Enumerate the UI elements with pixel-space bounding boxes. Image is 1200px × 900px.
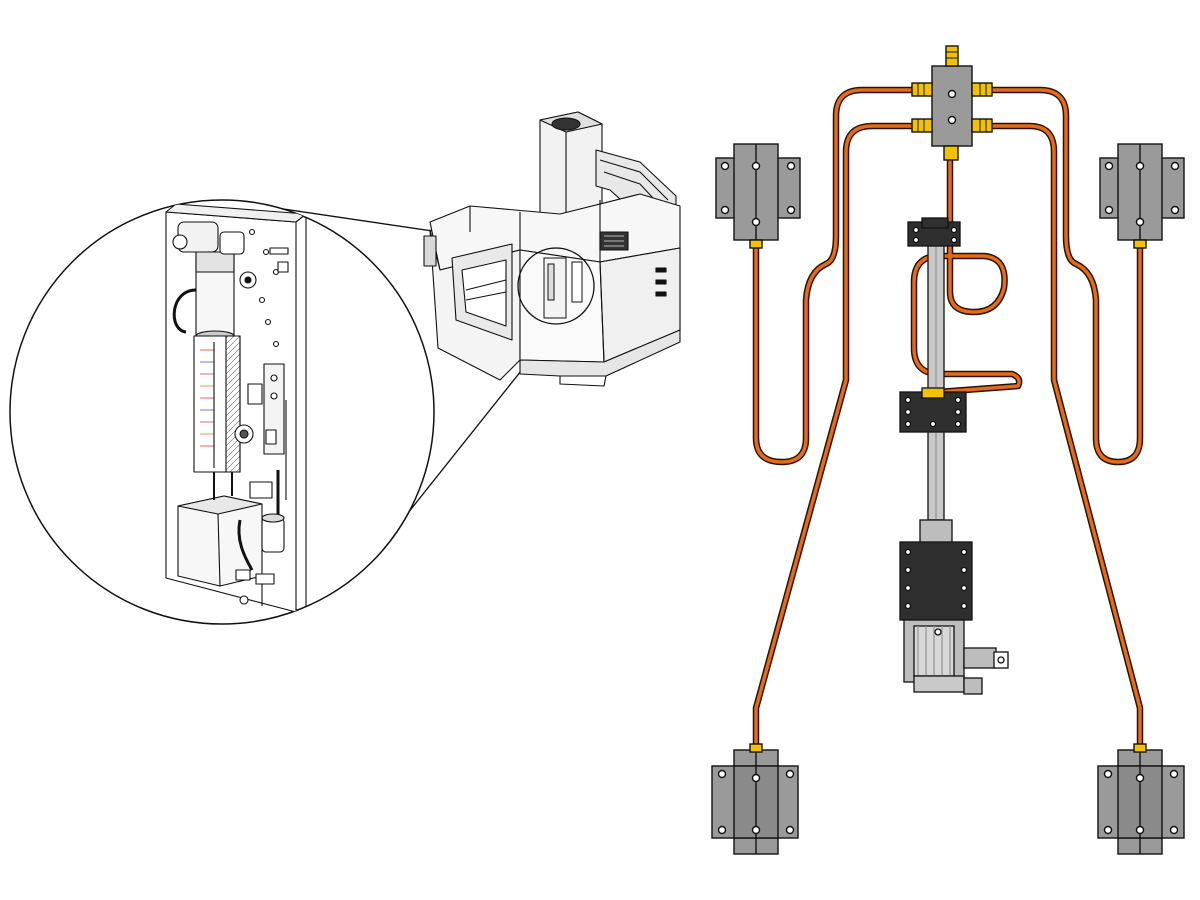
guide-pad-lower-right [1097,743,1185,855]
lube-line-rear-right [982,124,1142,752]
magnified-detail [9,199,435,625]
detail-marker-circle [517,247,595,325]
guide-pad-upper-left [715,143,801,249]
distribution-manifold [911,45,993,161]
lube-line-rear-left [754,124,920,752]
machine-overview [221,111,681,529]
lubrication-diagram [711,45,1185,855]
ballscrew-assembly [899,217,1009,695]
guide-pad-upper-right [1099,143,1185,249]
lube-line-front-left [754,88,920,464]
lube-line-front-right [982,88,1142,464]
guide-pad-lower-left [711,743,799,855]
